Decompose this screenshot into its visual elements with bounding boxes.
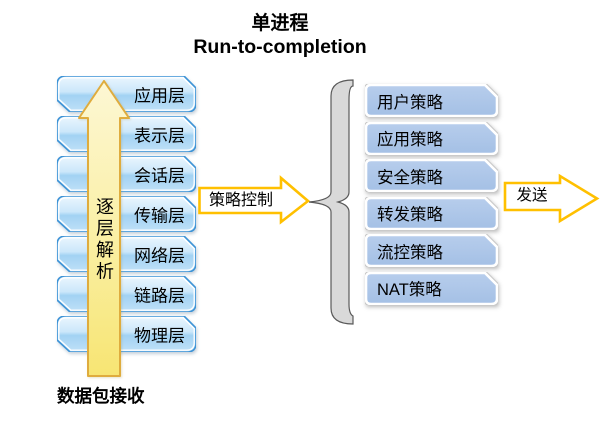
policy-box-application: 应用策略 <box>365 122 498 155</box>
policy-box-security: 安全策略 <box>365 159 498 192</box>
policy-label: 安全策略 <box>377 168 443 187</box>
brace-icon <box>308 79 354 325</box>
policy-box-forwarding: 转发策略 <box>365 197 498 230</box>
policy-box-user: 用户策略 <box>365 84 498 117</box>
policy-control-label: 策略控制 <box>208 192 273 209</box>
layer-box-network: 网络层 <box>57 236 196 272</box>
policy-label: 用户策略 <box>377 93 443 112</box>
packet-receive-label: 数据包接收 <box>57 386 145 406</box>
layer-box-link: 链路层 <box>57 276 196 312</box>
layer-label: 链路层 <box>134 286 185 306</box>
layer-label: 表示层 <box>134 126 185 146</box>
send-label: 发送 <box>516 187 548 204</box>
policy-box-nat: NAT策略 <box>365 272 498 305</box>
layer-label: 物理层 <box>134 326 185 346</box>
parse-direction-label: 逐层解析 <box>94 197 114 283</box>
layer-label: 网络层 <box>134 246 185 266</box>
layer-box-physical: 物理层 <box>57 316 196 352</box>
policy-label: 转发策略 <box>377 206 443 224</box>
send-arrow-icon <box>503 173 600 224</box>
layer-box-application: 应用层 <box>57 76 196 112</box>
diagram-title: 单进程 Run-to-completion <box>78 12 482 59</box>
layer-box-transport: 传输层 <box>57 196 196 232</box>
up-arrow-icon <box>78 80 130 377</box>
layer-box-session: 会话层 <box>57 156 196 192</box>
layer-label: 传输层 <box>134 206 185 226</box>
layer-label: 应用层 <box>134 86 185 106</box>
policy-label: NAT策略 <box>377 281 442 299</box>
policy-control-arrow-icon <box>198 175 311 225</box>
policy-box-flow-control: 流控策略 <box>365 234 498 267</box>
title-line-cn: 单进程 <box>251 13 309 34</box>
layer-label: 会话层 <box>134 166 185 186</box>
policy-label: 流控策略 <box>377 243 443 262</box>
title-line-en: Run-to-completion <box>193 36 367 58</box>
policy-label: 应用策略 <box>377 131 443 149</box>
layer-box-presentation: 表示层 <box>57 116 196 152</box>
